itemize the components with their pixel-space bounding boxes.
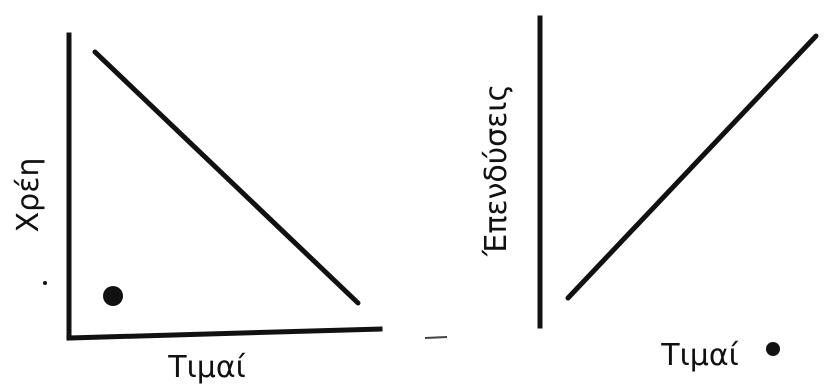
center-stray-mark xyxy=(424,336,448,339)
left-speck xyxy=(43,281,47,285)
right-x-axis-label: Τιμαί xyxy=(660,338,739,373)
right-point-marker xyxy=(766,342,780,356)
right-y-axis-label: Έπενδύσεις xyxy=(479,84,514,257)
right-upward-line xyxy=(565,33,819,301)
right-diagram: Έπενδύσεις Τιμαί xyxy=(479,15,819,373)
left-diagram: Χρέη Τιμαί xyxy=(11,32,383,385)
left-downward-line xyxy=(92,49,361,306)
left-x-axis xyxy=(66,326,383,341)
left-point-marker xyxy=(103,286,123,306)
left-x-axis-label: Τιμαί xyxy=(167,350,246,385)
left-y-axis-label: Χρέη xyxy=(11,158,46,233)
